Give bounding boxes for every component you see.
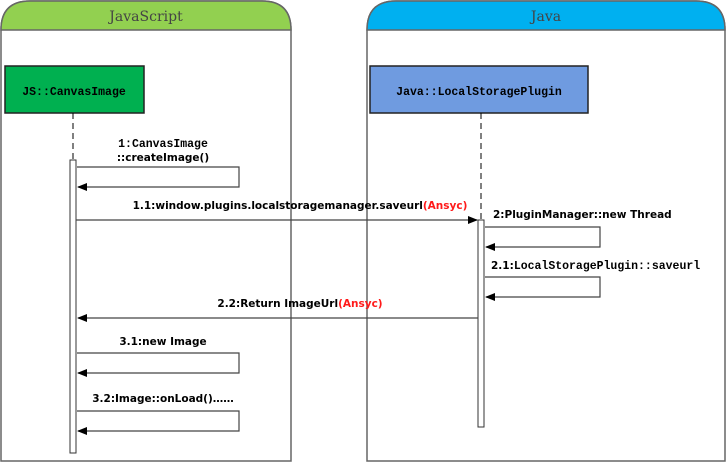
javascript-frame-title: JavaScript: [107, 9, 183, 25]
java-localstorageplugin-label: Java::LocalStoragePlugin: [396, 86, 562, 99]
java-localstorageplugin-box: [369, 65, 589, 114]
java-activation-bar: [477, 219, 485, 428]
message-2-arrow: [485, 226, 601, 251]
message-3-1-label: 3.1:new Image: [119, 336, 206, 348]
message-3-2-label: 3.2:Image::onLoad()……: [92, 393, 234, 405]
js-canvasimage-label: JS::CanvasImage: [22, 86, 126, 99]
message-2-1-label: 2.1:LocalStoragePlugin::saveurl: [491, 260, 700, 273]
message-1-arrow: [77, 166, 240, 191]
java-frame-title: Java: [529, 9, 561, 25]
message-2-label: 2:PluginManager::new Thread: [493, 209, 672, 221]
message-3-2-arrow: [77, 410, 240, 435]
javascript-frame-header: [0, 0, 292, 31]
message-1-1-async-note: (Ansyc): [423, 200, 468, 212]
message-1-1-label: 1.1:window.plugins.localstoragemanager.s…: [133, 200, 468, 212]
js-activation-bar: [69, 159, 77, 454]
message-1-label-line1: 1:CanvasImage: [118, 138, 208, 151]
js-canvasimage-box: [4, 65, 145, 114]
message-2-2-label: 2.2:Return ImageUrl(Ansyc): [217, 298, 382, 310]
message-2-1-arrow: [485, 276, 601, 301]
java-frame: Java: [366, 0, 726, 462]
message-1-label-line2: ::createImage(): [117, 152, 209, 164]
java-frame-header: [366, 0, 726, 31]
message-2-2-async-note: (Ansyc): [338, 298, 383, 310]
message-3-1-arrow: [77, 352, 240, 377]
